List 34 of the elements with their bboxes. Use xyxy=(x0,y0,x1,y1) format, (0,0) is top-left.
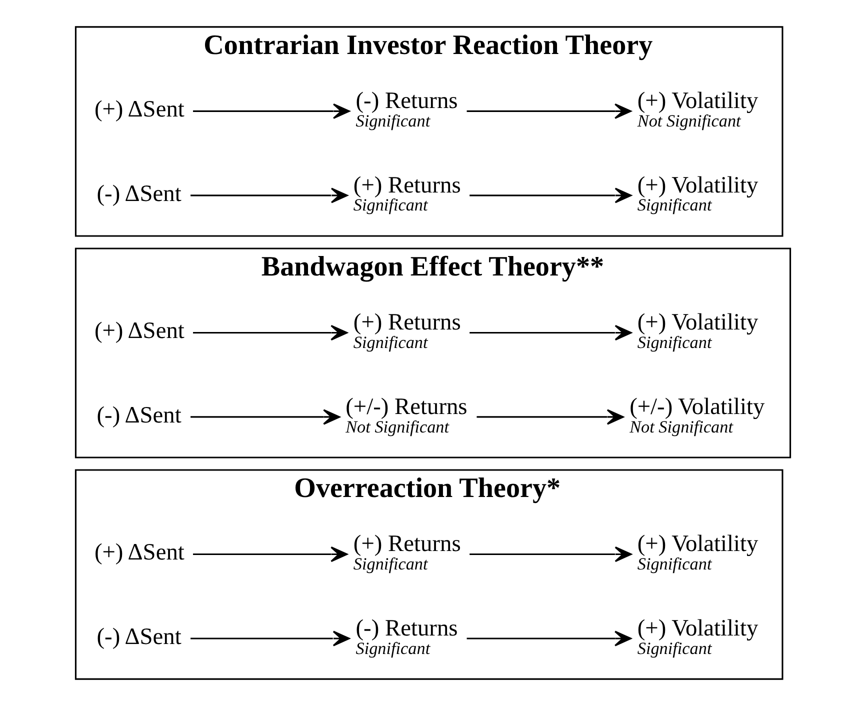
node-label: Significant xyxy=(636,554,712,574)
arrow xyxy=(476,409,624,425)
arrow xyxy=(192,103,350,119)
node-text: (+) Returns xyxy=(352,531,460,558)
arrow xyxy=(466,103,632,119)
node-text: (-) Returns xyxy=(355,88,458,114)
node-text: (+) Volatility xyxy=(636,172,758,198)
node-label: Significant xyxy=(352,333,428,352)
arrow xyxy=(466,630,632,646)
node-text: (+) Volatility xyxy=(636,531,758,558)
node-text: (+/-) Volatility xyxy=(629,394,764,420)
node-label: Significant xyxy=(352,554,428,574)
node-text: (+) ΔSent xyxy=(94,318,184,344)
node-label: Significant xyxy=(636,333,712,352)
node-text: (-) ΔSent xyxy=(96,180,181,207)
node-text: (+) ΔSent xyxy=(94,96,184,123)
node-text: (-) Returns xyxy=(355,615,458,642)
node-text: (-) ΔSent xyxy=(96,402,181,428)
arrow xyxy=(190,409,340,425)
node-text: (+) Volatility xyxy=(636,615,758,642)
arrow xyxy=(190,630,350,646)
node-text: (+) Returns xyxy=(352,172,460,198)
arrow xyxy=(190,188,348,204)
node-text: (+) Volatility xyxy=(636,88,758,114)
node-text: (+/-) Returns xyxy=(345,394,467,420)
node-text: (+) ΔSent xyxy=(94,540,184,566)
arrow xyxy=(192,324,348,341)
node-text: (-) ΔSent xyxy=(96,624,181,650)
arrow xyxy=(469,188,632,204)
node-text: (+) Volatility xyxy=(636,310,758,336)
arrow xyxy=(192,546,348,562)
arrow xyxy=(469,546,632,562)
node-text: (+) Returns xyxy=(352,310,460,336)
arrow xyxy=(469,324,632,341)
